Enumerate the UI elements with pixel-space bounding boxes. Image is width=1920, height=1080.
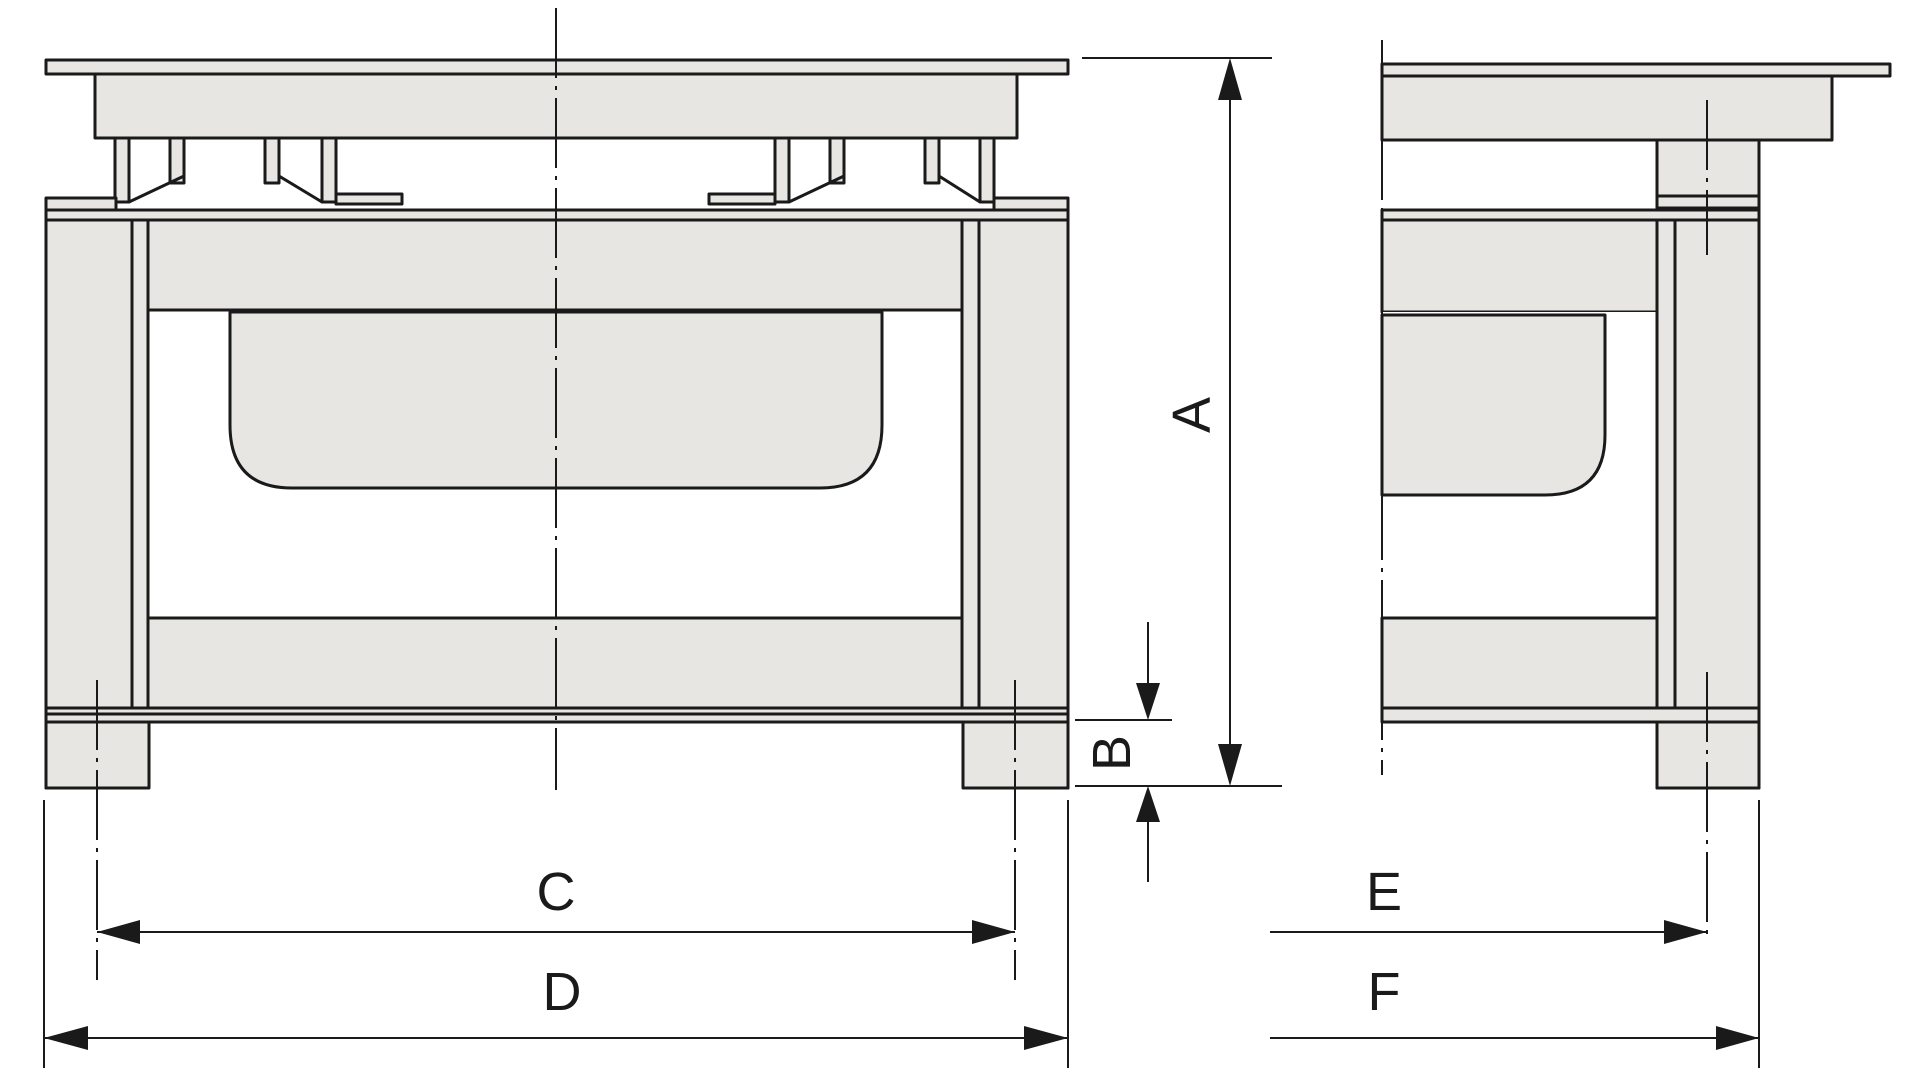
dim-label-e: E bbox=[1366, 862, 1402, 922]
front-left-leg bbox=[44, 218, 134, 790]
side-top-frame bbox=[1380, 74, 1834, 142]
side-upper-beam bbox=[1380, 218, 1659, 314]
side-top-plate bbox=[1380, 62, 1892, 78]
side-post-inner bbox=[1655, 218, 1677, 710]
dim-label-a: A bbox=[1162, 397, 1222, 433]
dim-label-c: C bbox=[537, 862, 576, 922]
dim-label-b: B bbox=[1082, 735, 1142, 771]
front-right-leg-inner bbox=[960, 218, 981, 710]
front-brackets bbox=[113, 136, 996, 206]
dimension-annotations: A B C D E F bbox=[43, 57, 1760, 1068]
dim-label-d: D bbox=[543, 962, 582, 1022]
front-left-leg-inner bbox=[130, 218, 150, 710]
side-drawer bbox=[1380, 313, 1607, 497]
side-base-band bbox=[1380, 706, 1761, 724]
dim-label-f: F bbox=[1368, 962, 1401, 1022]
front-right-flange bbox=[992, 196, 1070, 212]
front-view bbox=[44, 8, 1070, 980]
side-lower-beam bbox=[1380, 616, 1659, 710]
front-left-flange bbox=[44, 196, 118, 212]
front-right-leg bbox=[977, 218, 1070, 790]
side-view bbox=[1380, 40, 1892, 942]
